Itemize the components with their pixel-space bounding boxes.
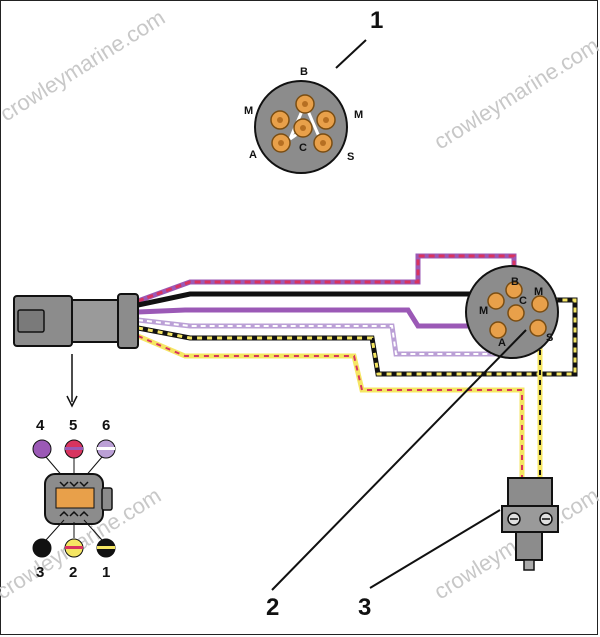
ignition-switch-rear: B M M C A S	[465, 265, 559, 359]
pin-number-5: 5	[69, 417, 77, 434]
pinout-connector-face	[55, 487, 95, 509]
wire-harness	[137, 253, 578, 478]
watermark-top-left: crowleymarine.com	[0, 5, 169, 127]
rear-label-a: A	[498, 337, 506, 349]
pin-dot-5-stripe	[65, 447, 83, 450]
pin-s-center	[320, 140, 326, 146]
connector-pinout: 4 5 6 3 2 1	[32, 354, 116, 581]
pin-dot-1-stripe	[97, 546, 115, 549]
connector-boot	[71, 299, 123, 343]
pin-m-left-center	[277, 117, 283, 123]
rear-label-b: B	[511, 276, 519, 288]
rear-label-c: C	[519, 295, 527, 307]
callout-1: 1	[370, 7, 383, 34]
pin-dot-3-black	[32, 538, 52, 558]
wire-yellow-red	[137, 333, 525, 478]
pinout-bottom-terminals	[59, 510, 89, 517]
label-m-left: M	[244, 105, 253, 117]
pin-dot-2-stripe	[65, 546, 83, 549]
rear-pin-m-right	[531, 295, 549, 313]
label-m-right: M	[354, 109, 363, 121]
watermark-top-right: crowleymarine.com	[429, 33, 600, 155]
pin-number-6: 6	[102, 417, 110, 434]
pin-dot-4-purple	[32, 439, 52, 459]
wire-purple	[137, 307, 500, 329]
callout-2-leader	[271, 329, 527, 591]
connector-collar	[117, 293, 139, 349]
switch-face-pins	[270, 94, 336, 153]
wire-red-stripe	[137, 253, 517, 304]
label-b: B	[300, 66, 308, 78]
pin-b-center	[302, 101, 308, 107]
ignition-switch-face: B M M A C S	[244, 66, 363, 174]
pinout-arrow-head	[66, 395, 78, 408]
callout-2: 2	[266, 594, 279, 621]
label-a: A	[249, 149, 257, 161]
safety-switch-barrel	[515, 531, 543, 561]
pin-dot-6-stripe	[97, 447, 115, 450]
wire-yellow-red-dash	[137, 335, 523, 478]
pin-m-right-center	[323, 117, 329, 123]
rear-pin-m-left	[487, 292, 505, 310]
callout-3: 3	[358, 594, 371, 621]
rear-label-m-right: M	[534, 286, 543, 298]
pin-number-3: 3	[36, 564, 44, 581]
rear-label-s: S	[546, 332, 553, 344]
wire-black	[137, 291, 499, 308]
connector-latch	[17, 309, 45, 333]
safety-switch-plunger	[523, 559, 535, 571]
safety-switch-top	[507, 477, 553, 509]
pinout-top-terminals	[59, 481, 89, 488]
label-c: C	[299, 142, 307, 154]
neutral-safety-switch	[501, 477, 559, 571]
wire-black-yellow-dash	[137, 298, 577, 376]
rear-label-m-left: M	[479, 305, 488, 317]
pinout-connector-latch	[101, 487, 113, 511]
pin-number-1: 1	[102, 564, 110, 581]
label-s: S	[347, 151, 354, 163]
pin-number-2: 2	[69, 564, 77, 581]
pin-a-center	[278, 140, 284, 146]
callout-1-leader	[335, 39, 367, 69]
harness-connector	[13, 293, 139, 349]
pin-number-4: 4	[36, 417, 45, 434]
rear-pin-a	[489, 321, 507, 339]
pin-1-leader	[83, 519, 103, 541]
pin-c-center	[300, 125, 306, 131]
callout-3-leader	[369, 509, 501, 589]
rear-pin-c	[507, 304, 525, 322]
rear-pin-b	[505, 281, 523, 299]
pin-3-leader	[45, 519, 65, 541]
rear-pin-s	[529, 319, 547, 337]
